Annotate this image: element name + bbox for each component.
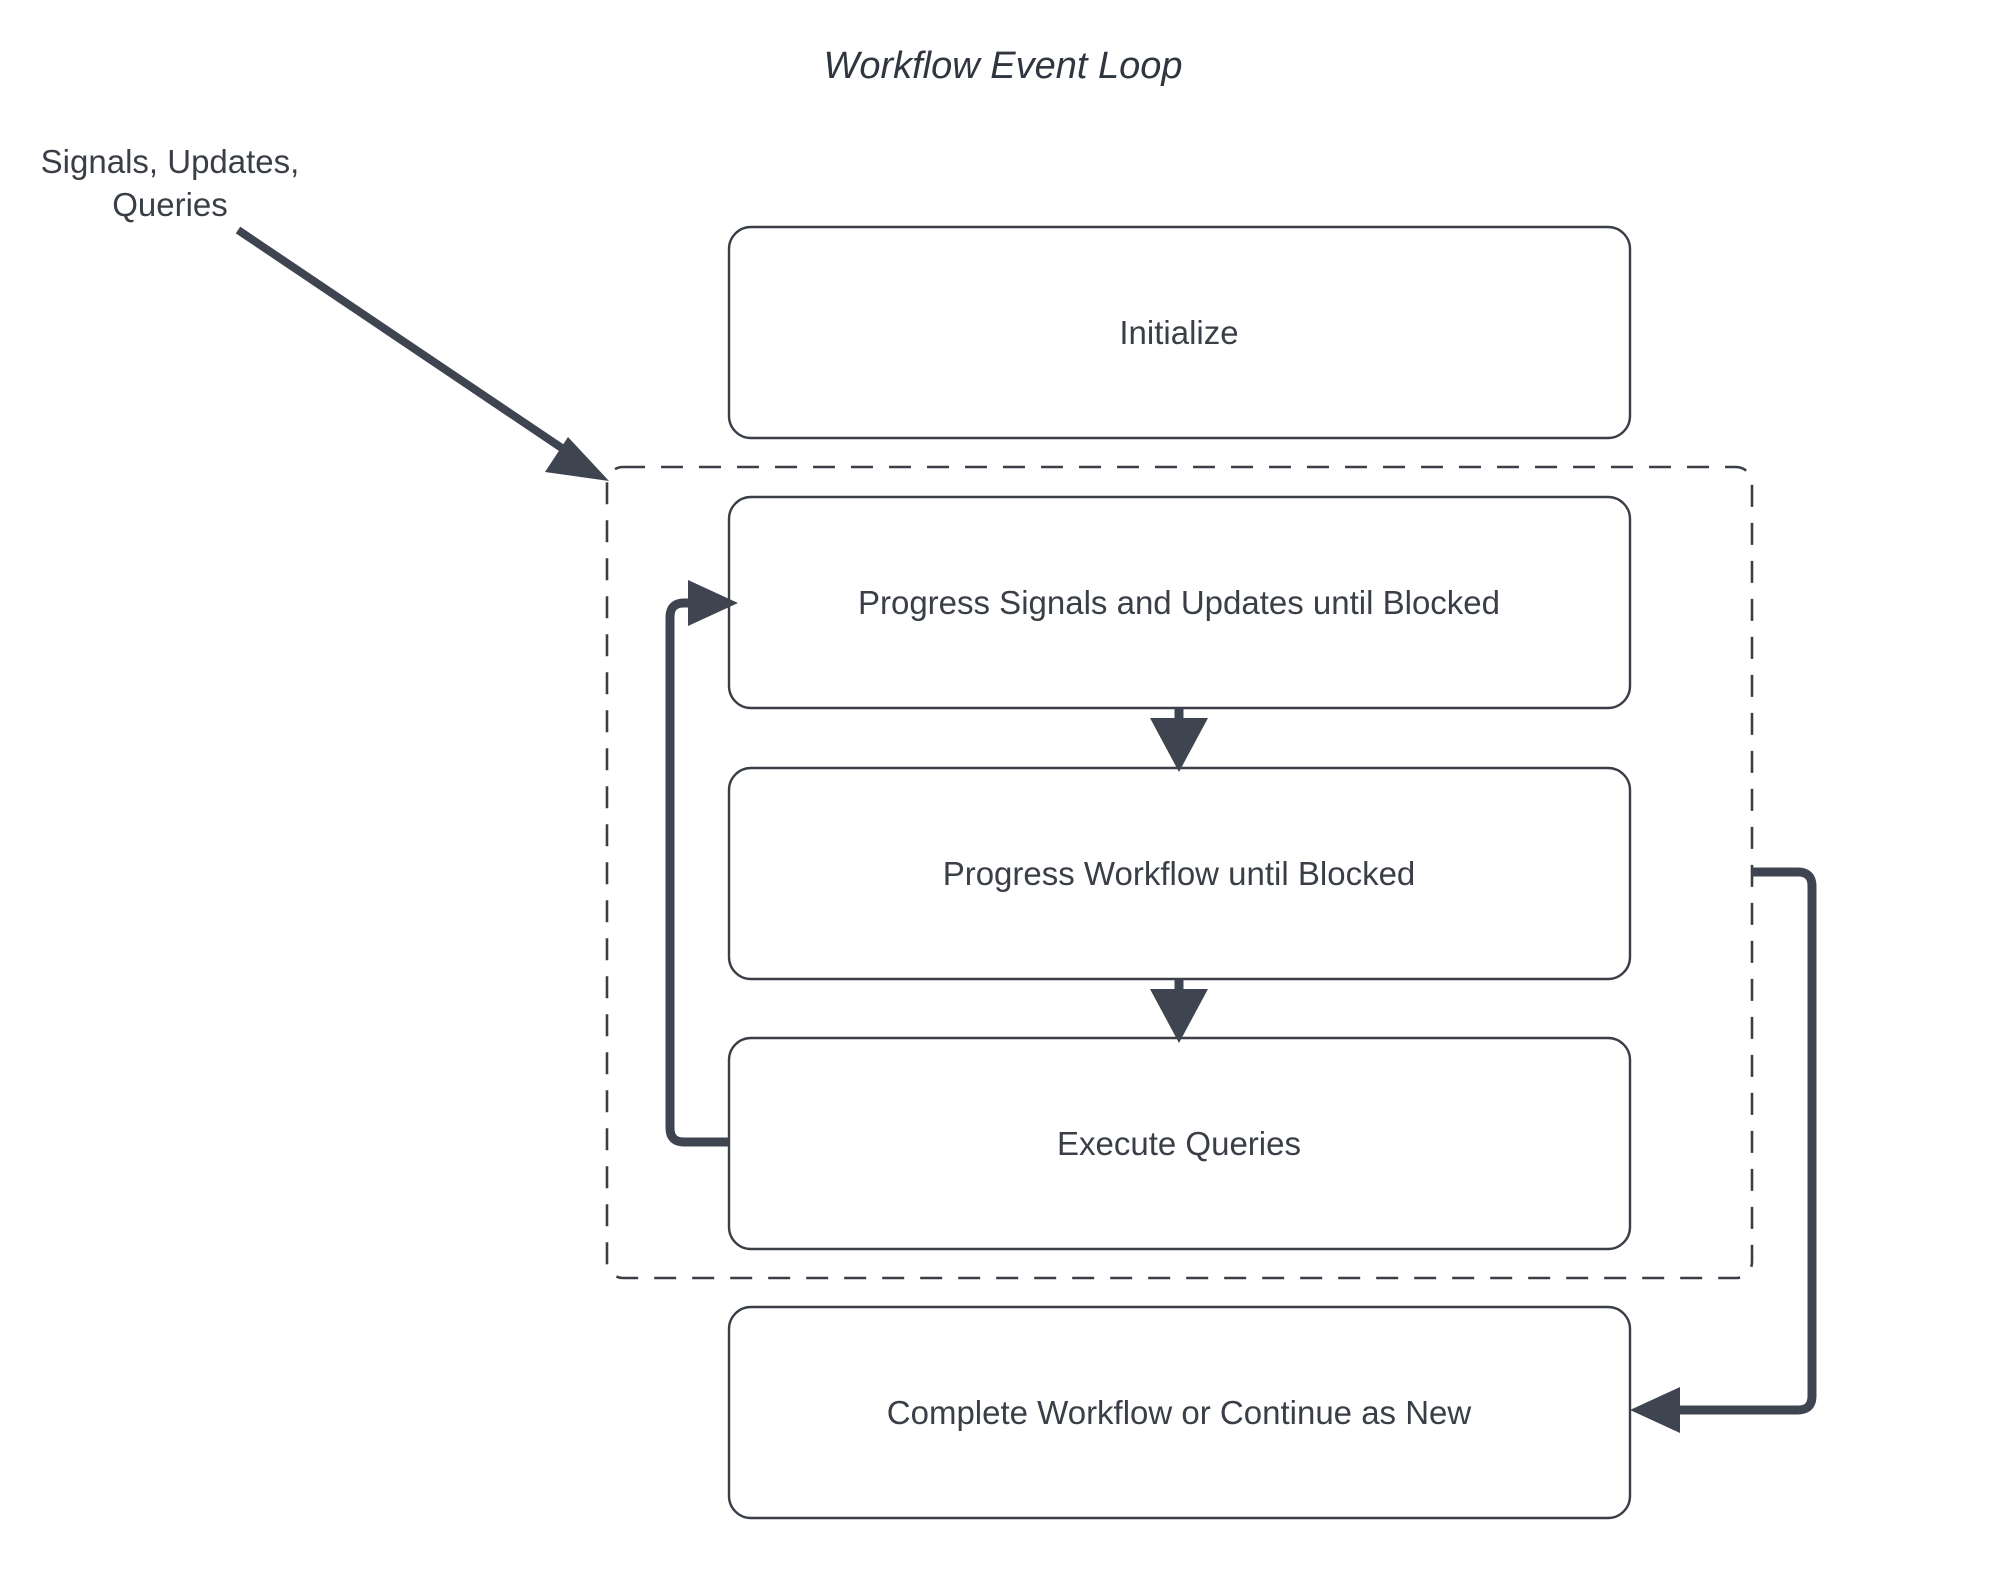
node-complete-workflow-label: Complete Workflow or Continue as New [887,1394,1472,1431]
page-title: Workflow Event Loop [823,45,1182,87]
node-complete-workflow[interactable]: Complete Workflow or Continue as New [727,1305,1632,1520]
external-input-label-line2: Queries [112,186,228,223]
node-initialize-label: Initialize [1119,314,1238,351]
node-initialize[interactable]: Initialize [727,225,1632,440]
edge-progress-workflow-to-execute-queries [1150,979,1208,1043]
node-execute-queries[interactable]: Execute Queries [727,1036,1632,1251]
external-input-label-line1: Signals, Updates, [41,143,300,180]
node-progress-signals-label: Progress Signals and Updates until Block… [858,584,1500,621]
node-progress-workflow[interactable]: Progress Workflow until Blocked [727,766,1632,981]
edge-event-loop-to-complete-workflow [1630,867,1817,1433]
edge-signals-to-event-loop [235,226,609,481]
node-execute-queries-label: Execute Queries [1057,1125,1301,1162]
node-complete-workflow-box[interactable] [727,1305,1632,1520]
node-progress-signals[interactable]: Progress Signals and Updates until Block… [727,495,1632,710]
edge-progress-signals-to-progress-workflow [1150,708,1208,772]
node-progress-workflow-label: Progress Workflow until Blocked [943,855,1416,892]
node-initialize-box[interactable] [727,225,1632,440]
edge-execute-queries-to-progress-signals [665,580,738,1147]
